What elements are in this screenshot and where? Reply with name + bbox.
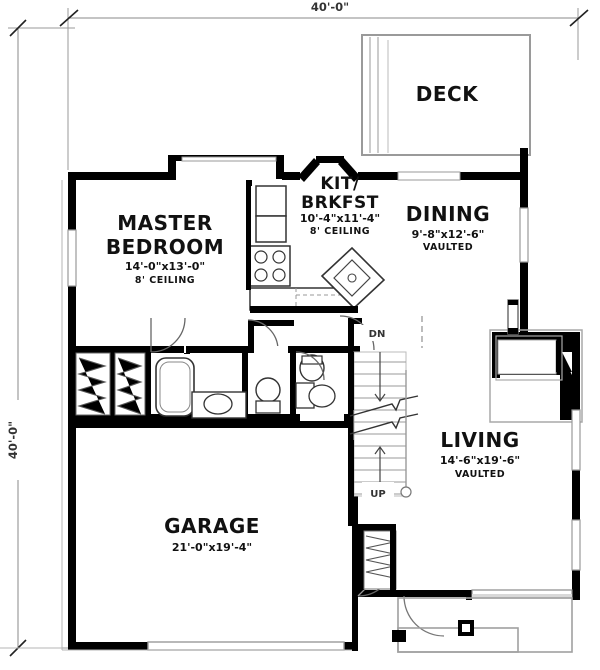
living-window-2 <box>571 519 581 571</box>
room-label-dining: DINING <box>406 202 490 226</box>
dimension-left-label: 40'-0" <box>6 421 20 459</box>
interior-walls <box>68 318 472 651</box>
stair-label-down: DN <box>369 329 386 340</box>
range-icon <box>249 245 291 287</box>
porch-step-end <box>392 630 406 642</box>
dimension-top-label: 40'-0" <box>311 0 349 14</box>
room-dining: DINING 9'-8"x12'-6" VAULTED <box>406 202 490 253</box>
dimension-top: 40'-0" <box>59 0 589 170</box>
room-label-master-line2: BEDROOM <box>106 235 224 259</box>
room-label-living: LIVING <box>440 428 519 452</box>
room-dim-dining: 9'-8"x12'-6" <box>412 228 485 241</box>
room-label-master-line1: MASTER <box>117 211 213 235</box>
kitchen-peninsula-wall <box>250 306 358 313</box>
sink-basin-icon <box>333 259 371 297</box>
room-dim-garage: 21'-0"x19'-4" <box>172 541 252 554</box>
room-dim-master: 14'-0"x13'-0" <box>125 260 205 273</box>
room-note-dining: VAULTED <box>423 242 473 253</box>
sink-icon <box>203 393 233 415</box>
toilet-bowl-icon <box>255 377 281 403</box>
staircase: DN UP <box>348 325 419 526</box>
upper-cabinet <box>255 215 287 243</box>
porch-post-inner <box>462 624 470 632</box>
stair-label-up: UP <box>370 489 385 500</box>
sink-icon-2 <box>308 384 336 408</box>
room-note-living: VAULTED <box>455 469 505 480</box>
room-master-bedroom: MASTER BEDROOM 14'-0"x13'-0" 8' CEILING <box>106 211 224 286</box>
master-bath-fixtures <box>155 357 247 419</box>
room-note-master: 8' CEILING <box>135 275 195 286</box>
room-label-kit-line1: KIT/ <box>320 174 360 194</box>
room-label-garage: GARAGE <box>164 514 260 538</box>
living-window <box>571 409 581 471</box>
dining-window <box>519 207 529 263</box>
refrigerator-icon <box>255 185 287 217</box>
door-openings <box>184 346 344 421</box>
secondary-bath-fixtures <box>255 354 336 414</box>
fireplace-hearth <box>489 299 583 423</box>
room-dim-kit: 10'-4"x11'-4" <box>300 212 380 225</box>
kitchen-fixtures <box>246 180 386 311</box>
room-kitchen-breakfast: KIT/ BRKFST 10'-4"x11'-4" 8' CEILING <box>300 174 380 237</box>
master-closets <box>75 352 146 416</box>
room-dim-living: 14'-6"x19'-6" <box>440 454 520 467</box>
toilet-tank-icon <box>255 400 281 414</box>
room-living: LIVING 14'-6"x19'-6" VAULTED <box>440 428 520 480</box>
master-window <box>67 229 77 287</box>
newel-post <box>400 486 412 498</box>
room-label-deck: DECK <box>416 82 479 106</box>
deck-area: DECK <box>361 34 531 156</box>
entry-foyer <box>358 524 573 599</box>
room-note-kit: 8' CEILING <box>310 226 370 237</box>
room-garage: GARAGE 21'-0"x19'-4" <box>164 514 260 554</box>
room-label-kit-line2: BRKFST <box>301 193 379 213</box>
